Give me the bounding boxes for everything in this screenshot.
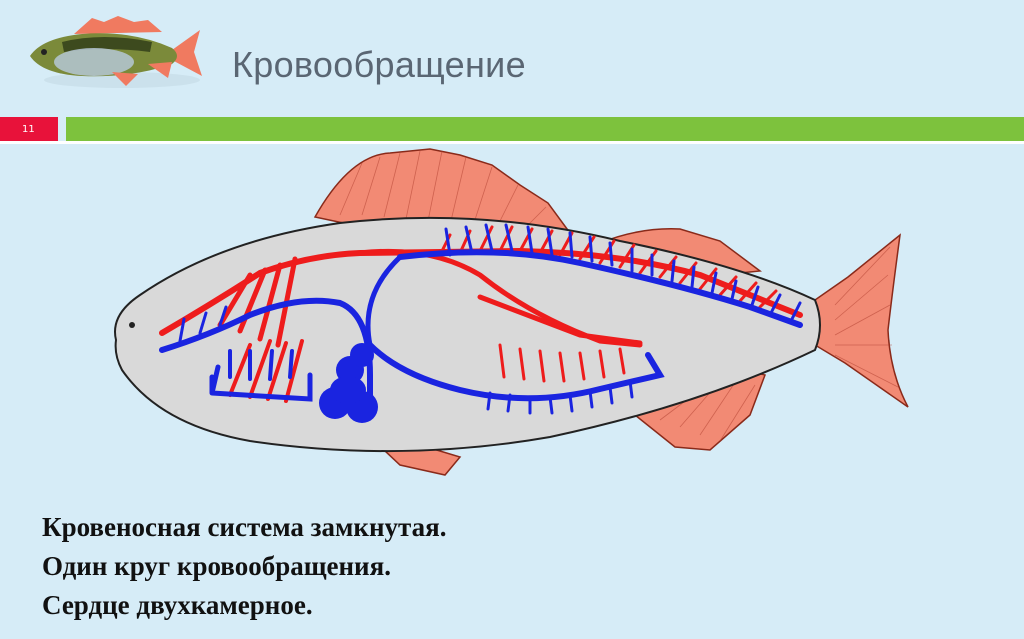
divider-line (0, 141, 1024, 144)
heart-icon (319, 343, 378, 423)
venous-vessels (159, 223, 803, 415)
fish-circulatory-diagram (114, 148, 909, 476)
caption-line: Сердце двухкамерное. (42, 590, 313, 620)
arterial-vessels (159, 225, 803, 403)
accent-bar (66, 117, 1024, 141)
divider (58, 117, 66, 141)
caption: Кровеносная система замкнутая. Один круг… (42, 508, 446, 625)
caption-line: Один круг кровообращения. (42, 551, 391, 581)
slide-number: 11 (0, 117, 58, 141)
fish-logo-icon (30, 16, 202, 88)
caption-line: Кровеносная система замкнутая. (42, 512, 447, 542)
page-title: Кровообращение (232, 44, 526, 85)
